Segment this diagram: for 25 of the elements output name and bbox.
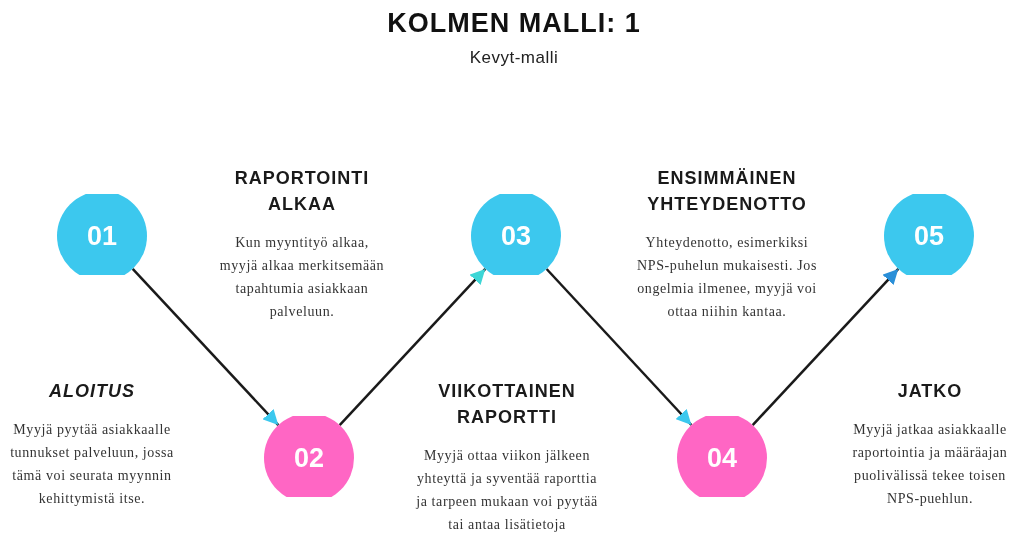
step-description: Myyjä ottaa viikon jälkeen yhteyttä ja syventää raporttia ja tarpeen mukaan voi pyytää tai antaa lisätietoja [415,447,599,534]
step-heading: VIIKOTTAINEN RAPORTTI [437,380,577,429]
title: KOLMEN MALLI: 1 [387,8,641,38]
arrow [751,268,900,426]
step-description: Kun myyntityö alkaa, myyjä alkaa merkitsemään tapahtumia asiakkaan palveluun. [218,234,386,321]
arrow [545,268,693,426]
subtitle: Kevyt-malli [469,48,559,67]
step-number: 04 [706,442,737,474]
step-circle [471,194,561,275]
step-heading: JATKO [897,380,963,403]
step-description: Myyjä pyytää asiakkaalle tunnukset palveluun, jossa tämä voi seurata myynnin kehittymistä itse. [9,421,175,508]
step-number: 02 [293,442,324,474]
step-circle [884,194,974,275]
step-heading: ALOITUS [49,380,135,403]
step-number: 03 [500,220,531,252]
step-number: 05 [913,220,944,252]
arrow [131,268,280,426]
step-heading: RAPORTOINTI ALKAA [233,167,371,216]
step-number: 01 [86,220,117,252]
step-circle [264,416,354,497]
arrow [338,268,487,426]
step-circle [677,416,767,497]
step-description: Myyjä jatkaa asiakkaalle raportointia ja määräajan puolivälissä tekee toisen NPS-puehlun. [851,421,1009,508]
step-heading: ENSIMMÄINEN YHTEYDENOTTO [646,167,808,216]
step-description: Yhteydenotto, esimerkiksi NPS-puhelun mukaisesti. Jos ongelmia ilmenee, myyjä voi ottaa niihin kantaa. [636,234,818,321]
